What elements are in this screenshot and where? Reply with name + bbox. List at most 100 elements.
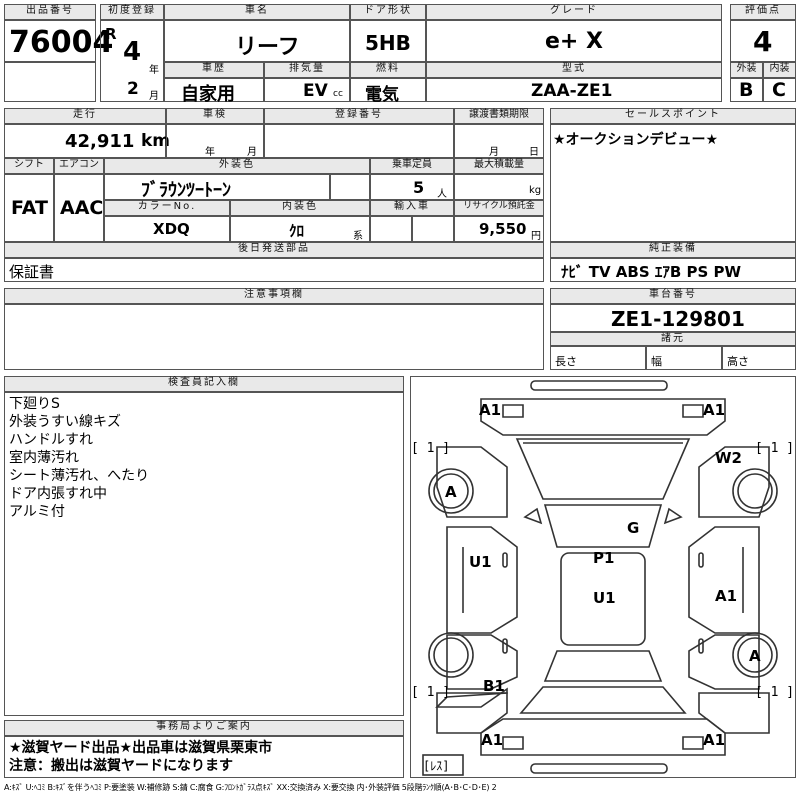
bracket-count: [ 1 ] [755,685,795,700]
color-no-cell: XDQ [104,216,230,242]
damage-mark: A1 [479,401,502,419]
fuel: 電気 [365,85,399,105]
capacity-unit: 人 [437,189,447,200]
width-label: 幅 [651,355,662,368]
ext-color: ﾌﾞﾗｳﾝﾂｰﾄｰﾝ [141,180,231,201]
ext-grade-label: 外装 [730,62,763,78]
int-color: ｸﾛ [289,222,305,240]
recycle-label: リサイクル預託金 [454,200,544,216]
capacity-label: 乗車定員 [370,158,454,174]
lot-number-blank [4,62,96,102]
office-notice-label: 事務局よりご案内 [4,720,404,736]
legend: A:ｷｽﾞ U:ﾍｺﾐ B:ｷｽﾞを伴うﾍｺﾐ P:要塗装 W:補修跡 S:錆 … [4,783,497,792]
spare-tire-label: [ﾚｽ] [423,759,450,773]
damage-mark: A [445,483,457,501]
grade: e+ X [545,29,603,54]
damage-mark: G [627,519,640,537]
inspector-line: 下廻りS [9,396,60,412]
door-label: ドア形状 [350,4,426,20]
import-cell-a [370,216,412,242]
ac-label: エアコン [54,158,104,174]
int-grade-cell: C [763,78,796,102]
ext-color-blank [330,174,370,200]
ext-grade-cell: B [730,78,763,102]
reg-year: 4 [123,37,142,67]
yen-unit: 円 [531,231,541,242]
cc-unit: cc [333,89,343,99]
km-unit: km [141,131,171,151]
year-unit: 年 [149,65,159,76]
damage-mark: A1 [703,401,726,419]
sales-point-cell: ★オークションデビュー★ [550,124,796,242]
damage-mark: A1 [715,587,738,605]
model-cell: ZAA-ZE1 [426,78,722,102]
first-reg-label: 初度登録 [100,4,164,20]
bracket-count: [ 1 ] [411,441,451,456]
chassis-label: 車台番号 [550,288,796,304]
model: ZAA-ZE1 [531,81,613,101]
mileage-cell: 42,911 km [4,124,170,158]
damage-mark: B1 [483,677,505,695]
color-no: XDQ [153,220,190,238]
chassis-number: ZE1-129801 [611,307,745,331]
door-type: 5HB [365,31,411,55]
notes-label: 注意事項欄 [4,288,544,304]
inspector-line: ハンドルすれ [9,432,93,448]
int-color-label: 内装色 [230,200,370,216]
bracket-count: [ 1 ] [411,685,451,700]
mileage-label: 走行 [4,108,166,124]
office-notice-line: 注意：搬出は滋賀ヤードになります [9,758,233,774]
deferred-parts-label: 後日発送部品 [4,242,544,258]
car-name-label: 車名 [164,4,350,20]
grade-label: グレード [426,4,722,20]
displacement: EV [303,81,328,101]
model-label: 型式 [426,62,722,78]
ac-cell: AAC [54,174,104,242]
month-unit: 月 [149,91,159,102]
insp-year-unit: 年 [205,147,215,158]
damage-mark: A1 [481,731,504,749]
era: R [105,25,117,43]
max-load-label: 最大積載量 [454,158,544,174]
deferred-parts: 保証書 [9,263,55,281]
ac: AAC [60,197,104,219]
inspection-label: 車検 [166,108,264,124]
transfer-label: 譲渡書類期限 [454,108,544,124]
int-grade: C [772,79,786,101]
recycle-cell: 9,550 円 [454,216,544,242]
max-load-cell: kg [454,174,544,200]
notes-cell [4,304,544,370]
capacity-cell: 5 人 [370,174,454,200]
inspection-cell: 年 月 [166,124,264,158]
damage-diagram: A1 A1 W2 A G U1 P1 U1 A1 A B1 A1 A1 [ 1 … [410,376,796,778]
ext-color-label: 外装色 [104,158,370,174]
score: 4 [753,25,773,58]
height-label: 高さ [727,355,749,368]
shift-cell: FAT [4,174,54,242]
office-notice-cell: ★滋賀ヤード出品★出品車は滋賀県栗東市 注意：搬出は滋賀ヤードになります [4,736,404,778]
damage-mark: U1 [593,589,616,607]
int-color-cell: ｸﾛ 系 [230,216,370,242]
damage-mark: P1 [593,549,615,567]
color-no-label: カラーNo. [104,200,230,216]
genuine-equipment-cell: ﾅﾋﾞ TV ABS ｴｱB PS PW [550,258,796,282]
chassis-cell: ZE1-129801 [550,304,796,332]
recycle: 9,550 [479,220,527,238]
length-cell: 長さ [550,346,646,370]
damage-mark: U1 [469,553,492,571]
import-label: 輸入車 [370,200,454,216]
length-label: 長さ [555,355,577,368]
grade-cell: e+ X [426,20,722,62]
transfer-cell: 月 日 [454,124,544,158]
capacity: 5 [413,178,425,197]
lot-number: 76004 [9,25,114,60]
sales-point-label: セールスポイント [550,108,796,124]
damage-mark: A [749,647,761,665]
reg-month: 2 [127,79,139,99]
inspector-line: シート薄汚れ、へたり [9,468,150,484]
displacement-cell: EV cc [264,78,350,102]
width-cell: 幅 [646,346,722,370]
score-label: 評価点 [730,4,796,20]
int-grade-label: 内装 [763,62,796,78]
height-cell: 高さ [722,346,796,370]
